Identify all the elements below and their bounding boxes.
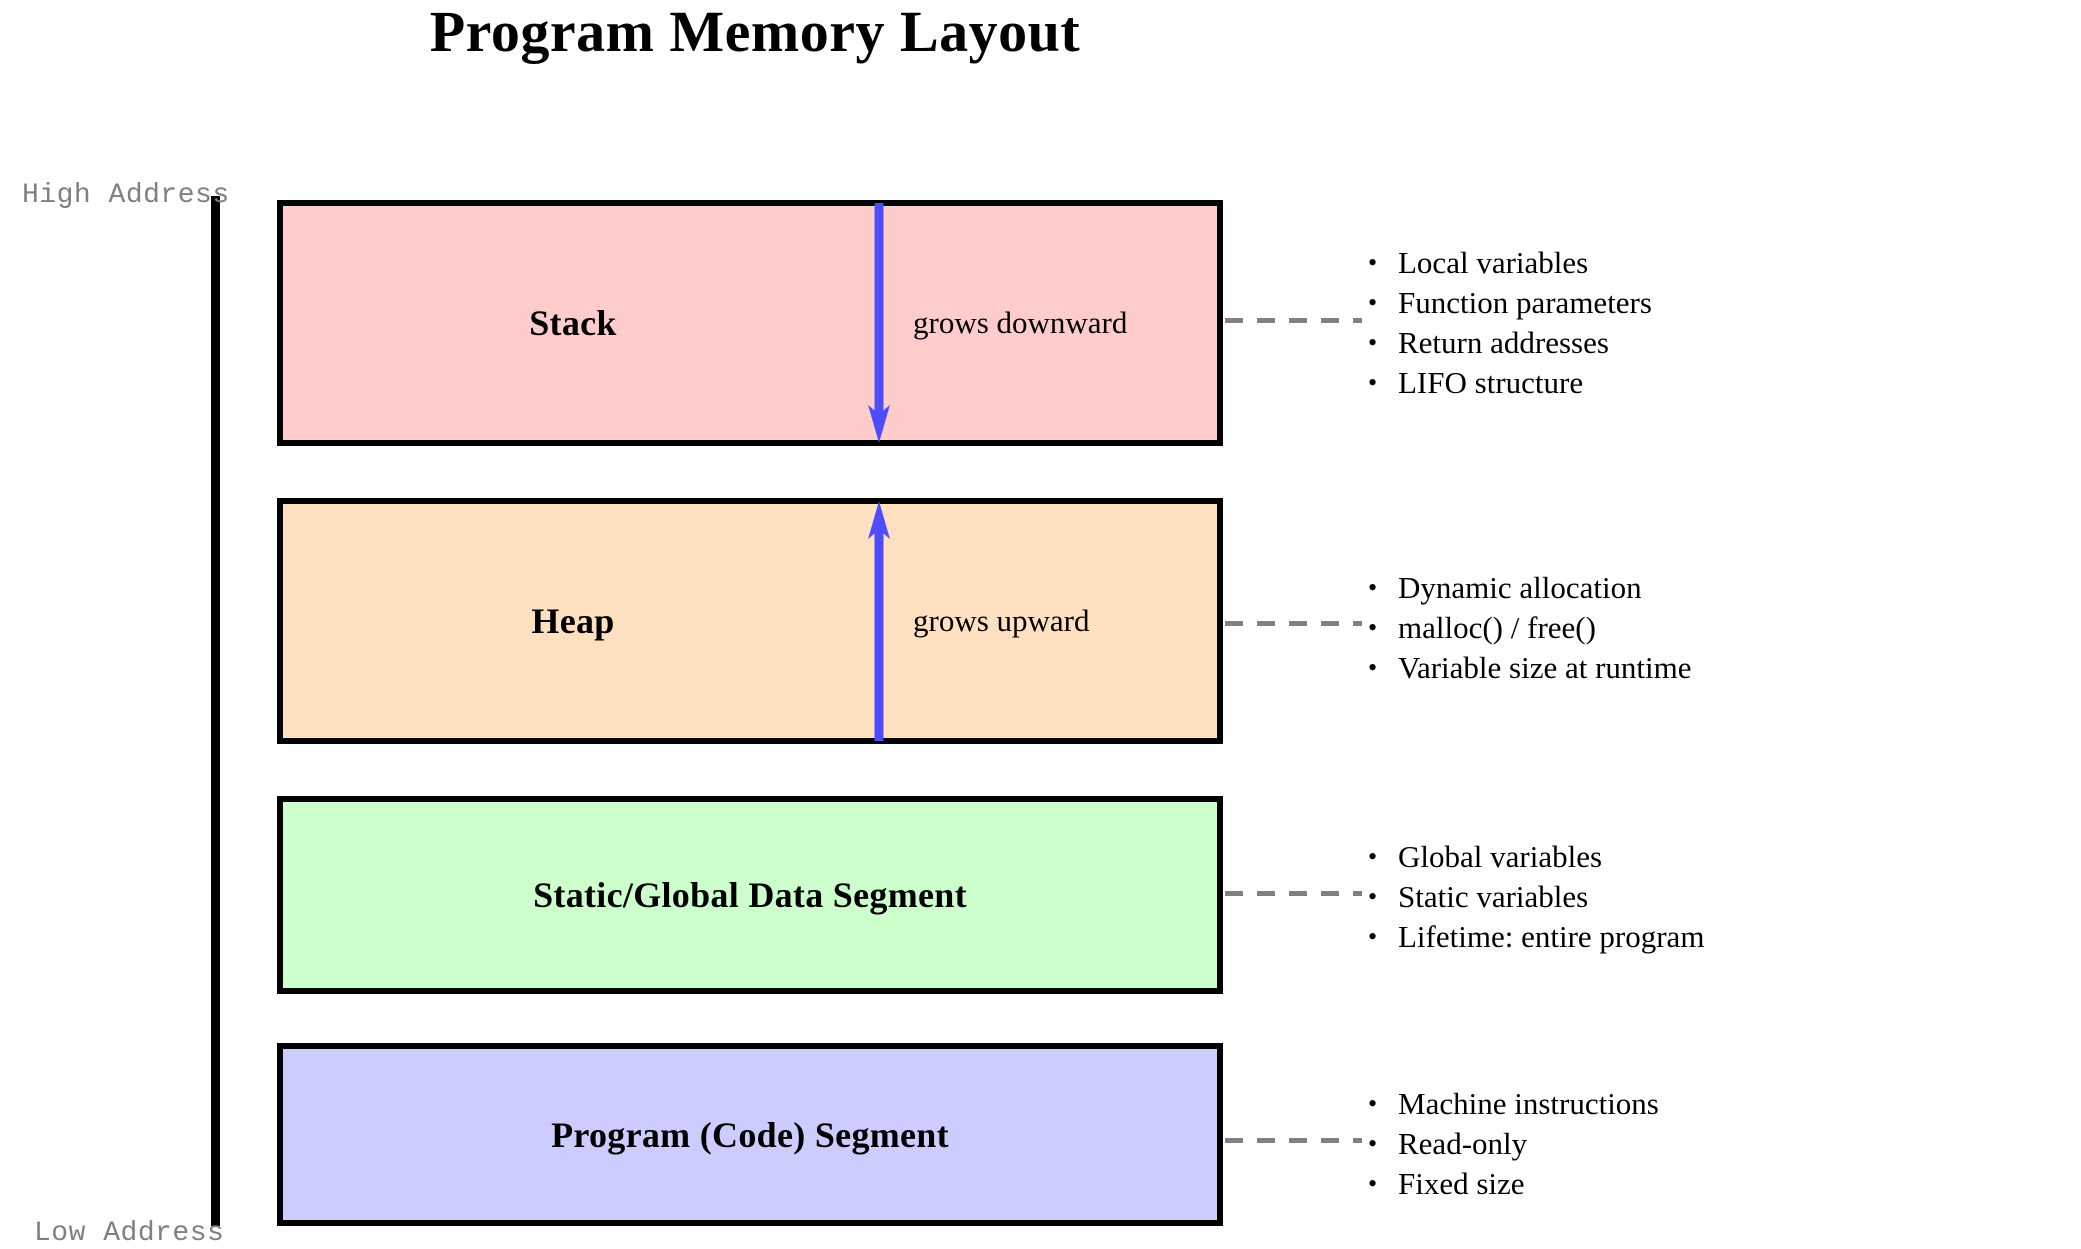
low-address-label: Low Address [34, 1218, 225, 1249]
bullet-icon: • [1368, 248, 1378, 277]
annotation-text: Fixed size [1398, 1166, 1525, 1201]
annotations-program-code: • Machine instructions • Read-only • Fix… [1368, 1084, 1659, 1204]
growth-note-heap: grows upward [913, 603, 1090, 638]
bullet-icon: • [1368, 368, 1378, 397]
connector-program-code [1225, 1138, 1362, 1143]
list-item: • Variable size at runtime [1368, 648, 1692, 688]
list-item: • Lifetime: entire program [1368, 917, 1704, 957]
connector-static-global [1225, 891, 1362, 896]
segment-inner: Program (Code) Segment [283, 1049, 1217, 1220]
high-address-label: High Address [22, 180, 230, 211]
annotation-text: Variable size at runtime [1398, 650, 1692, 685]
list-item: • Read-only [1368, 1124, 1659, 1164]
list-item: • Dynamic allocation [1368, 568, 1692, 608]
memory-segment-heap[interactable]: Heap grows upward [277, 498, 1223, 744]
list-item: • Static variables [1368, 877, 1704, 917]
bullet-icon: • [1368, 328, 1378, 357]
segment-label-static-global: Static/Global Data Segment [533, 875, 967, 915]
annotation-text: Static variables [1398, 879, 1589, 914]
page-title: Program Memory Layout [429, 0, 1081, 64]
connector-stack [1225, 318, 1362, 323]
bullet-icon: • [1368, 882, 1378, 911]
list-item: • Global variables [1368, 837, 1704, 877]
bullet-icon: • [1368, 842, 1378, 871]
segment-label-heap: Heap [531, 601, 615, 641]
list-item: • LIFO structure [1368, 363, 1652, 403]
list-item: • Fixed size [1368, 1164, 1659, 1204]
list-item: • Machine instructions [1368, 1084, 1659, 1124]
bullet-icon: • [1368, 922, 1378, 951]
bullet-icon: • [1368, 1169, 1378, 1198]
segment-inner: Heap grows upward [283, 501, 1217, 741]
annotation-text: Dynamic allocation [1398, 570, 1642, 605]
connector-heap [1225, 621, 1362, 626]
bullet-icon: • [1368, 573, 1378, 602]
memory-segment-stack[interactable]: Stack grows downward [277, 200, 1223, 446]
memory-segment-program-code[interactable]: Program (Code) Segment [277, 1043, 1223, 1226]
segment-inner: Stack grows downward [283, 203, 1217, 443]
list-item: • Return addresses [1368, 323, 1652, 363]
bullet-icon: • [1368, 653, 1378, 682]
bullet-icon: • [1368, 1089, 1378, 1118]
bullet-icon: • [1368, 1129, 1378, 1158]
annotation-text: Global variables [1398, 839, 1603, 874]
list-item: • Function parameters [1368, 283, 1652, 323]
annotation-text: Function parameters [1398, 285, 1652, 320]
arrow-down-icon [868, 203, 890, 443]
annotation-text: Lifetime: entire program [1398, 919, 1705, 954]
annotation-text: malloc() / free() [1398, 610, 1596, 645]
annotation-text: LIFO structure [1398, 365, 1584, 400]
memory-segment-static-global[interactable]: Static/Global Data Segment [277, 796, 1223, 994]
list-item: • malloc() / free() [1368, 608, 1692, 648]
annotations-static-global: • Global variables • Static variables • … [1368, 837, 1704, 957]
annotation-text: Local variables [1398, 245, 1589, 280]
bullet-icon: • [1368, 613, 1378, 642]
annotation-text: Machine instructions [1398, 1086, 1659, 1121]
segment-inner: Static/Global Data Segment [283, 802, 1217, 988]
annotations-stack: • Local variables • Function parameters … [1368, 243, 1652, 403]
address-axis-line [211, 196, 220, 1226]
segment-label-stack: Stack [529, 303, 617, 343]
segment-label-program-code: Program (Code) Segment [551, 1114, 949, 1155]
arrow-up-icon [868, 501, 890, 741]
bullet-icon: • [1368, 288, 1378, 317]
annotation-text: Read-only [1398, 1126, 1528, 1161]
list-item: • Local variables [1368, 243, 1652, 283]
annotation-text: Return addresses [1398, 325, 1609, 360]
growth-note-stack: grows downward [913, 305, 1128, 340]
annotations-heap: • Dynamic allocation • malloc() / free()… [1368, 568, 1692, 688]
